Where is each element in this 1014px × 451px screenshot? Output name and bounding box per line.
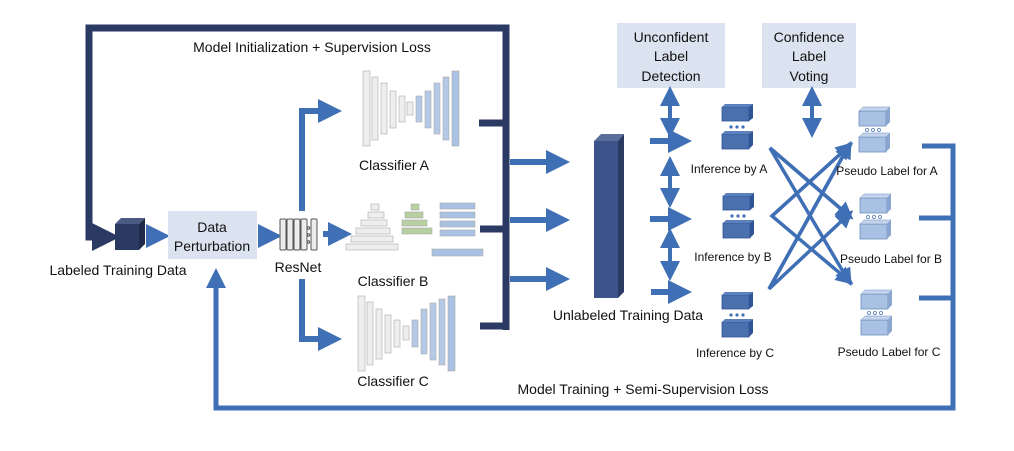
pseudo-label-b-label: Pseudo Label for B	[840, 252, 942, 266]
pseudo-label-a-label: Pseudo Label for A	[836, 164, 937, 178]
resnet-label: ResNet	[275, 259, 322, 275]
classifier-a-network-icon	[362, 70, 460, 147]
classifier-c-network-icon	[357, 295, 456, 372]
resnet-icon	[279, 218, 318, 251]
unlabeled-data-label: Unlabeled Training Data	[553, 307, 703, 323]
data-perturbation-box	[168, 211, 257, 259]
top-loop-label: Model Initialization + Supervision Loss	[193, 39, 431, 55]
pseudo-label-a-icon	[858, 106, 891, 153]
supervision-loop	[85, 24, 510, 330]
inference-a-icon	[721, 104, 753, 150]
classifier-a-label: Classifier A	[359, 157, 430, 173]
pseudo-label-c-label: Pseudo Label for C	[838, 345, 941, 359]
confidence-label-voting-box	[762, 23, 856, 88]
unlabeled-data-bar-icon	[594, 134, 624, 298]
inference-c-icon	[721, 292, 753, 338]
inference-c-label: Inference by C	[696, 346, 774, 360]
classifier-c-label: Classifier C	[357, 373, 429, 389]
classifier-b-network-icon	[345, 202, 484, 257]
inference-a-label: Inference by A	[691, 162, 768, 176]
bottom-loop-label: Model Training + Semi-Supervision Loss	[518, 381, 769, 397]
inference-b-label: Inference by B	[694, 250, 771, 264]
labeled-data-cube-icon	[115, 218, 145, 250]
pseudo-label-b-icon	[859, 193, 892, 240]
cross-voting-arrows	[767, 140, 854, 291]
pseudo-label-c-icon	[860, 289, 893, 336]
classifier-b-label: Classifier B	[358, 273, 429, 289]
labeled-data-label: Labeled Training Data	[50, 262, 187, 278]
double-arrows	[660, 86, 822, 281]
semi-supervision-loop	[206, 143, 956, 411]
inference-b-icon	[722, 193, 754, 239]
unconfident-label-detection-box	[617, 23, 725, 88]
